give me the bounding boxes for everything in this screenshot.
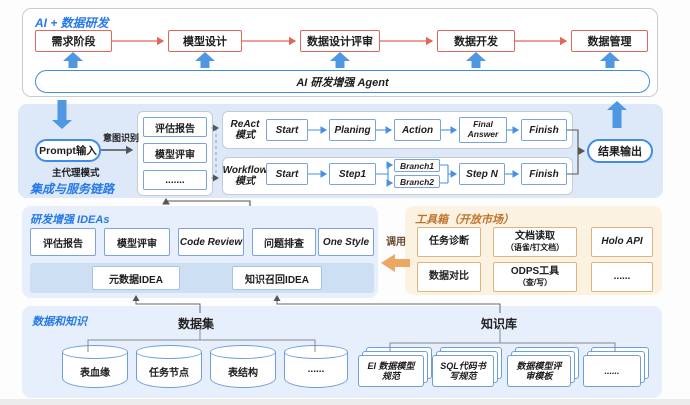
prompt-input-pill: Prompt输入 — [35, 139, 101, 162]
tool-data-compare: 数据对比 — [417, 262, 481, 292]
tool-label: 任务诊断 — [429, 235, 469, 247]
react-final-answer: Final Answer — [459, 117, 507, 143]
cylinder-label: 表血缘 — [80, 368, 110, 379]
idea-one-style: One Style — [318, 228, 374, 256]
idea-model-review: 模型评审 — [104, 228, 170, 256]
workflow-step1: Step1 — [329, 163, 376, 185]
react-start: Start — [266, 119, 308, 141]
section-title-pipeline: 集成与服务链路 — [30, 182, 115, 196]
cylinder-label: 任务节点 — [149, 368, 189, 379]
kb-doc-model-review-template: 数据模型评审模板 — [507, 347, 579, 387]
workflow-stepn: Step N — [459, 163, 505, 185]
react-planing: Planing — [329, 119, 376, 141]
tool-label: ...... — [613, 270, 631, 282]
page-bottom-strip — [0, 399, 690, 405]
dataset-task-node: 任务节点 — [135, 345, 203, 388]
workflow-branch1: Branch1 — [394, 159, 440, 172]
intent-recognition-label: 意图识别 — [103, 133, 140, 143]
tool-sublabel: （查/写） — [517, 278, 553, 288]
doc-page-front: 数据模型评审模板 — [507, 355, 571, 387]
tool-more: ...... — [591, 262, 653, 292]
tool-odps: ODPS工具 （查/写） — [493, 262, 577, 292]
idea-knowledge-recall: 知识召回IDEA — [232, 266, 322, 290]
tool-sublabel: （语雀/钉文档） — [505, 243, 565, 253]
invoke-label: 调用 — [386, 237, 406, 248]
idea-metadata: 元数据IDEA — [92, 266, 180, 290]
stage-model-design: 模型设计 — [168, 30, 242, 52]
idea-code-review: Code Review — [178, 228, 244, 256]
ideas-to-stack-elbow — [162, 197, 251, 206]
cylinder-label: ...... — [307, 364, 325, 375]
tool-doc-reader: 文档读取 （语雀/钉文档） — [493, 227, 577, 257]
doc-page-front: EI 数据模型规范 — [358, 355, 424, 387]
dataset-table-schema: 表结构 — [209, 345, 277, 388]
tool-label: Holo API — [601, 235, 643, 247]
dataset-table-lineage: 表血缘 — [61, 345, 129, 388]
react-action: Action — [394, 119, 441, 141]
tool-label: 数据对比 — [429, 270, 469, 282]
stage-data-mgmt: 数据管理 — [571, 30, 648, 52]
doc-page-front: SQL代码书写规范 — [432, 355, 494, 387]
stack-more: ....... — [143, 170, 207, 190]
section-title-ideas: 研发增强 IDEAs — [30, 214, 110, 226]
result-output-pill: 结果输出 — [587, 139, 653, 163]
agent-bar: AI 研发增强 Agent — [35, 70, 650, 93]
stage-data-design-review: 数据设计评审 — [300, 30, 380, 52]
kb-doc-sql-code-spec: SQL代码书写规范 — [432, 347, 502, 387]
tool-holo-api: Holo API — [591, 227, 653, 257]
react-mode-label: ReAct 模式 — [230, 118, 260, 142]
ideas-row2-bar — [30, 263, 374, 293]
dataset-label: 数据集 — [178, 317, 215, 331]
workflow-start: Start — [266, 163, 308, 185]
section-title-toolbox: 工具箱（开放市场） — [415, 214, 514, 226]
doc-page-front: ...... — [583, 355, 641, 387]
knowledge-base-label: 知识库 — [481, 317, 518, 331]
main-agent-mode-label: 主代理模式 — [52, 168, 100, 179]
idea-issue-triage: 问题排查 — [252, 228, 316, 256]
kb-doc-ei-model-spec: EI 数据模型规范 — [358, 347, 432, 387]
tool-label: ODPS工具 — [510, 265, 560, 277]
tool-label: 文档读取 — [515, 230, 555, 242]
stage-data-dev: 数据开发 — [437, 30, 515, 52]
cylinder-label: 表结构 — [228, 368, 258, 379]
workflow-mode-label: Workflow 模式 — [222, 164, 268, 188]
stack-model-review: 模型评审 — [143, 143, 207, 163]
section-title-ai-data-dev: AI + 数据研发 — [35, 16, 109, 30]
workflow-finish: Finish — [521, 163, 567, 185]
section-title-data-knowledge: 数据和知识 — [32, 316, 87, 328]
stack-eval-report: 评估报告 — [143, 117, 207, 137]
workflow-branch2: Branch2 — [394, 175, 440, 188]
idea-eval-report: 评估报告 — [30, 228, 96, 256]
react-finish: Finish — [521, 119, 567, 141]
stage-requirement: 需求阶段 — [35, 30, 112, 52]
tool-task-diagnosis: 任务诊断 — [417, 227, 481, 257]
dataset-more: ...... — [283, 345, 349, 388]
kb-doc-more: ...... — [583, 347, 649, 387]
